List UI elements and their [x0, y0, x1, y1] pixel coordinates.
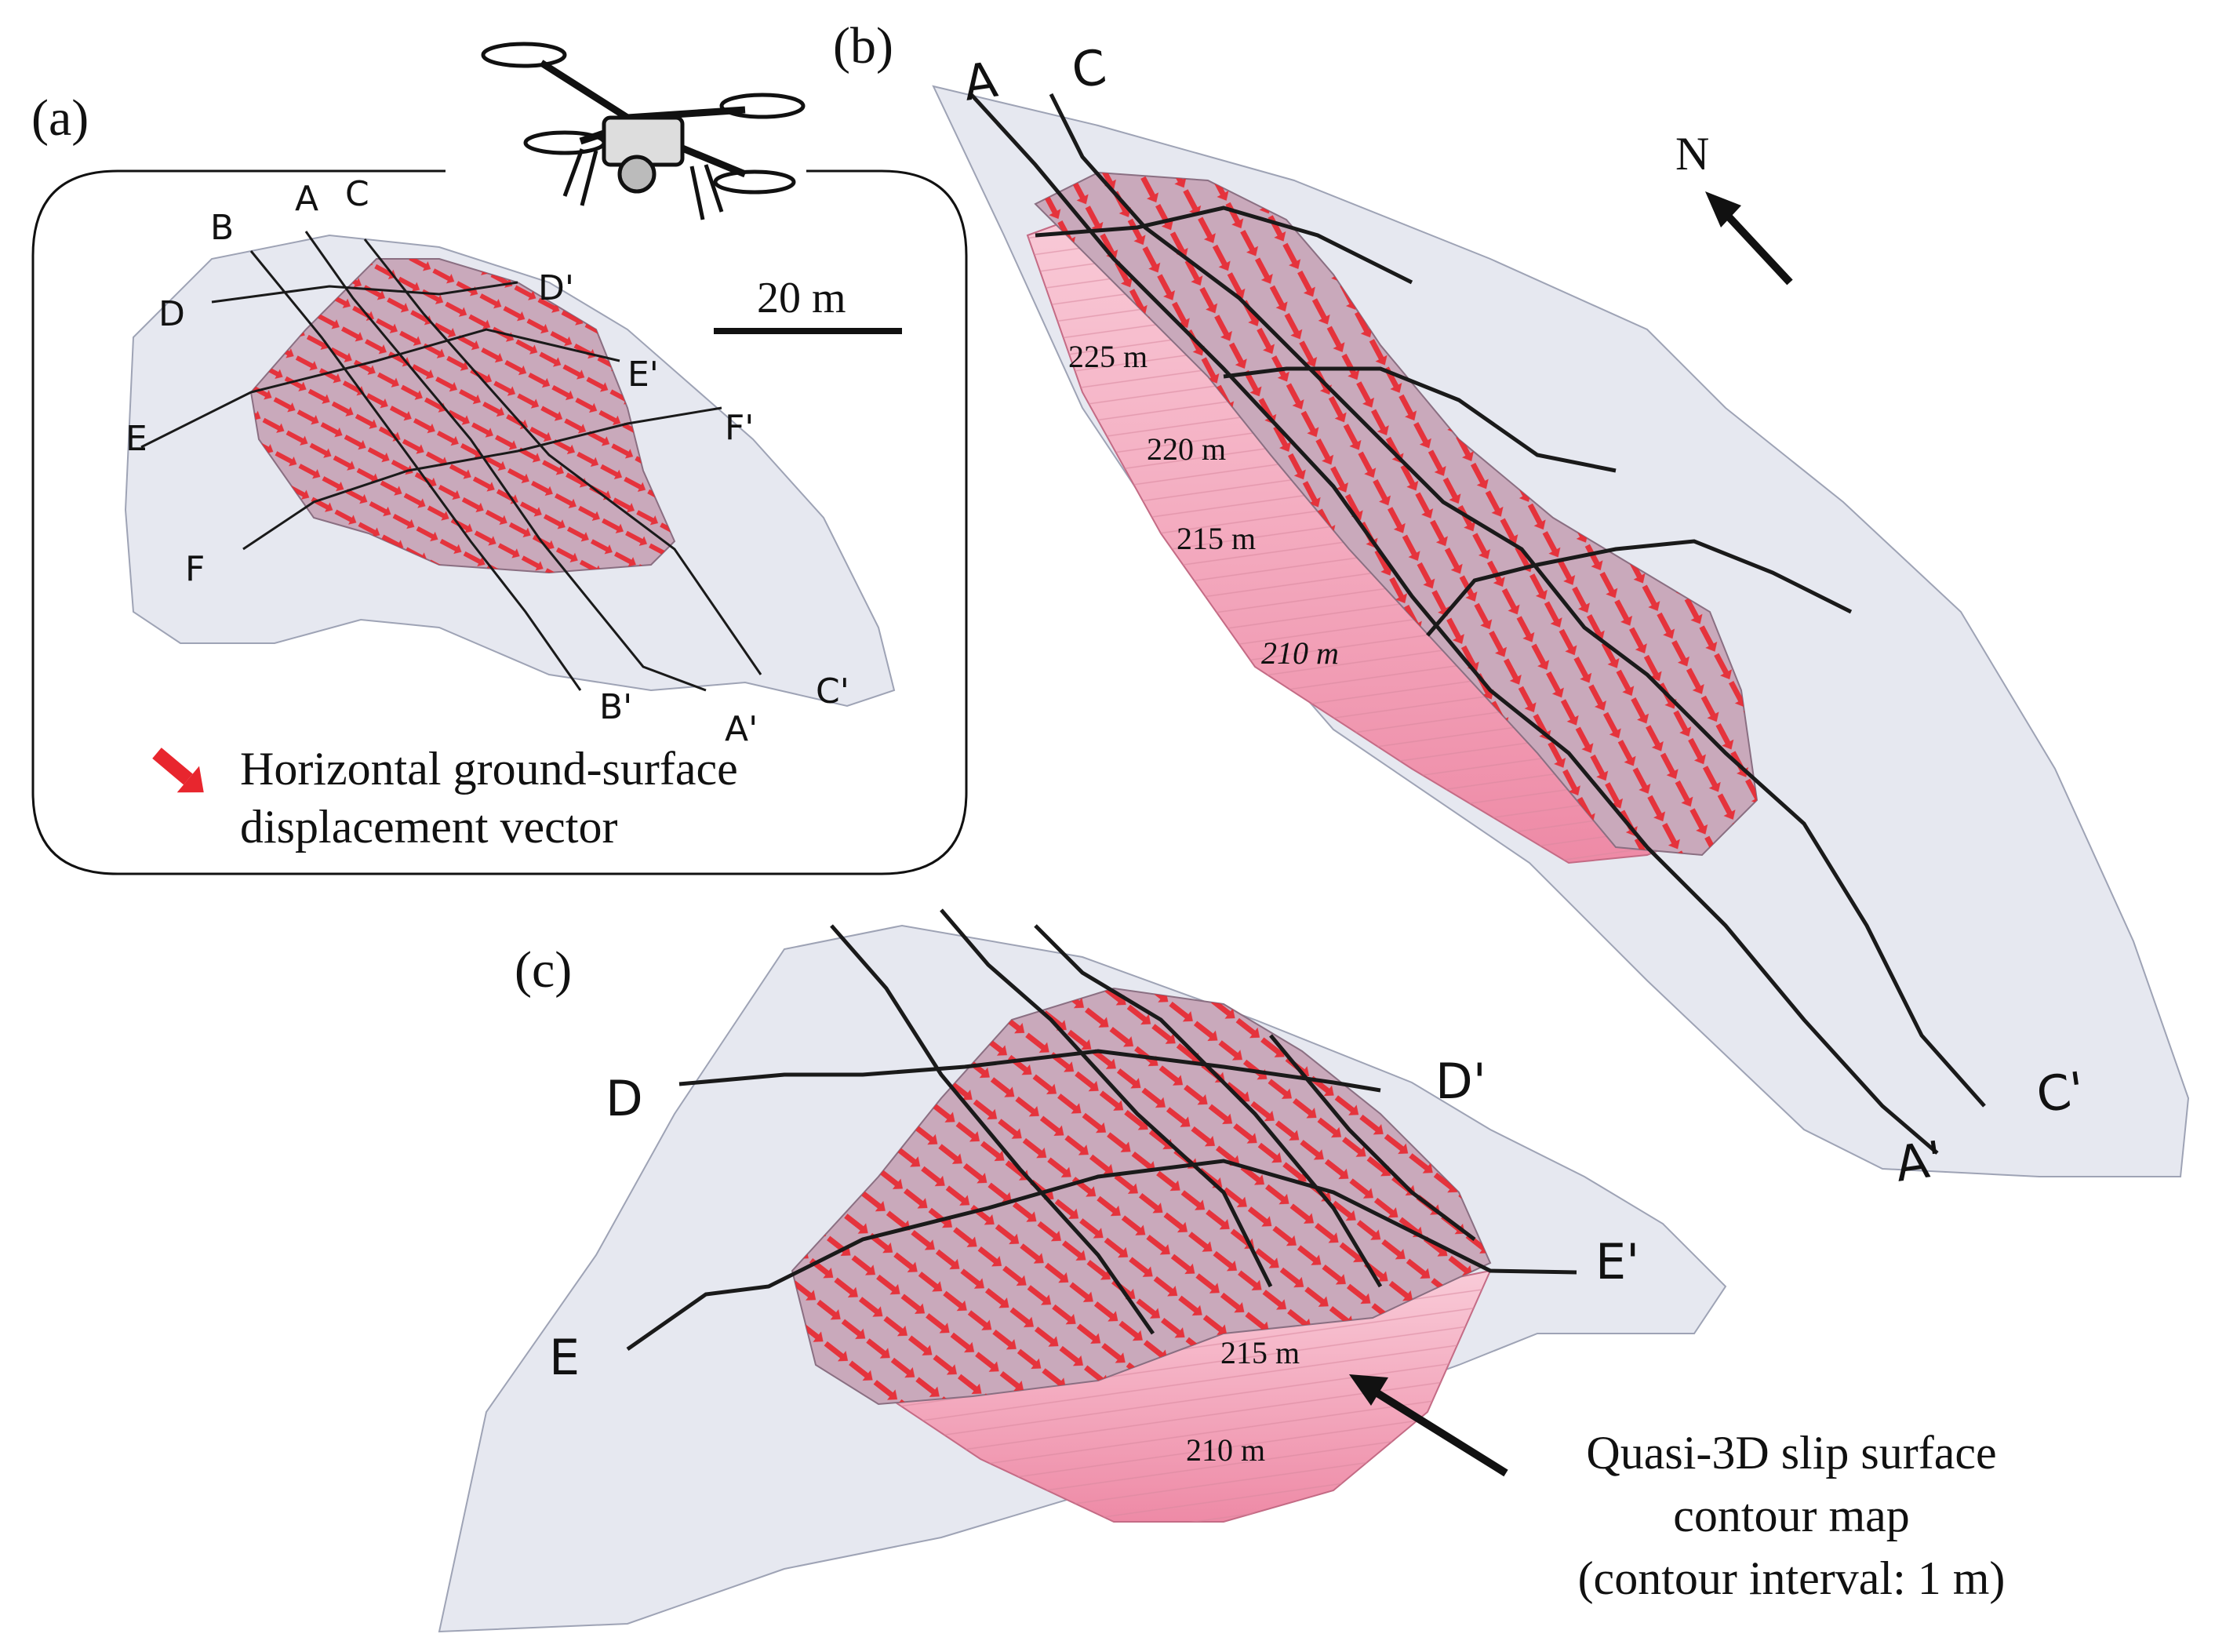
section-label-A: A [960, 51, 1001, 112]
section-label-D: D [606, 1070, 643, 1127]
panel-b-vectors [1035, 173, 1757, 855]
scale-bar: 20 m [714, 274, 902, 334]
section-label-D: D [158, 294, 185, 334]
section-label-C: C [1068, 38, 1110, 100]
pointer-arrow-icon [1349, 1374, 1508, 1477]
panel-b: (b) A C A' C' 225 m 220 m 215 m 210 m [833, 17, 2190, 1193]
panel-a-section-lines [140, 231, 762, 692]
legend: Horizontal ground-surface displacement v… [152, 743, 738, 853]
section-label-C-prime: C' [2033, 1061, 2088, 1124]
panel-c: (c) D D' E E' 215 m 210 m [438, 908, 2006, 1633]
contour-label-225: 225 m [1068, 339, 1148, 374]
section-label-D-prime: D' [1435, 1053, 1486, 1110]
section-label-D-prime: D' [538, 268, 574, 308]
annotation-line-3: (contour interval: 1 m) [1578, 1552, 2006, 1604]
section-label-F: F [185, 549, 205, 589]
panel-a-label: (a) [31, 89, 89, 147]
drone-icon [481, 42, 806, 220]
north-arrow-icon: N [1675, 128, 1793, 286]
panel-c-section-lines [626, 908, 1577, 1352]
displacement-vector-icon [152, 748, 204, 793]
panel-b-section-labels: A C A' C' [960, 38, 2088, 1193]
contour-label-215: 215 m [1220, 1335, 1300, 1370]
north-label: N [1675, 128, 1709, 180]
panel-b-section-lines [968, 91, 1986, 1155]
section-label-C: C [345, 174, 369, 214]
panel-a-frame [31, 169, 968, 875]
panel-a: (a) B A [31, 42, 968, 875]
panel-b-contour-labels: 225 m 220 m 215 m 210 m [1068, 339, 1339, 671]
annotation-line-2: contour map [1673, 1490, 1910, 1541]
section-label-F-prime: F' [725, 408, 754, 448]
section-label-A: A [295, 179, 318, 219]
annotation-line-1: Quasi-3D slip surface [1586, 1427, 1996, 1479]
legend-line-2: displacement vector [240, 801, 617, 853]
section-label-A-prime: A' [1892, 1130, 1946, 1193]
section-label-E: E [125, 419, 147, 459]
section-label-E-prime: E' [1595, 1233, 1639, 1290]
section-label-E: E [549, 1329, 580, 1386]
section-label-C-prime: C' [816, 671, 849, 711]
panel-c-label: (c) [515, 941, 572, 999]
panel-c-contour-labels: 215 m 210 m [1186, 1335, 1300, 1468]
section-label-E-prime: E' [627, 355, 659, 395]
section-label-B-prime: B' [599, 687, 632, 727]
contour-label-210: 210 m [1261, 635, 1339, 671]
scale-bar-label: 20 m [757, 274, 846, 322]
contour-label-220: 220 m [1147, 431, 1226, 467]
panel-a-section-labels: B A C D D' E E' F F' B' A' C' [125, 174, 849, 749]
legend-line-1: Horizontal ground-surface [240, 743, 738, 795]
section-label-B: B [210, 208, 234, 248]
panel-c-section-labels: D D' E E' [549, 1053, 1639, 1386]
panel-a-vectors [251, 259, 675, 573]
panel-b-label: (b) [833, 17, 893, 75]
section-label-A-prime: A' [725, 709, 758, 749]
contour-label-215: 215 m [1177, 521, 1256, 556]
slip-surface-annotation: Quasi-3D slip surface contour map (conto… [1578, 1427, 2006, 1604]
contour-label-210: 210 m [1186, 1432, 1265, 1468]
